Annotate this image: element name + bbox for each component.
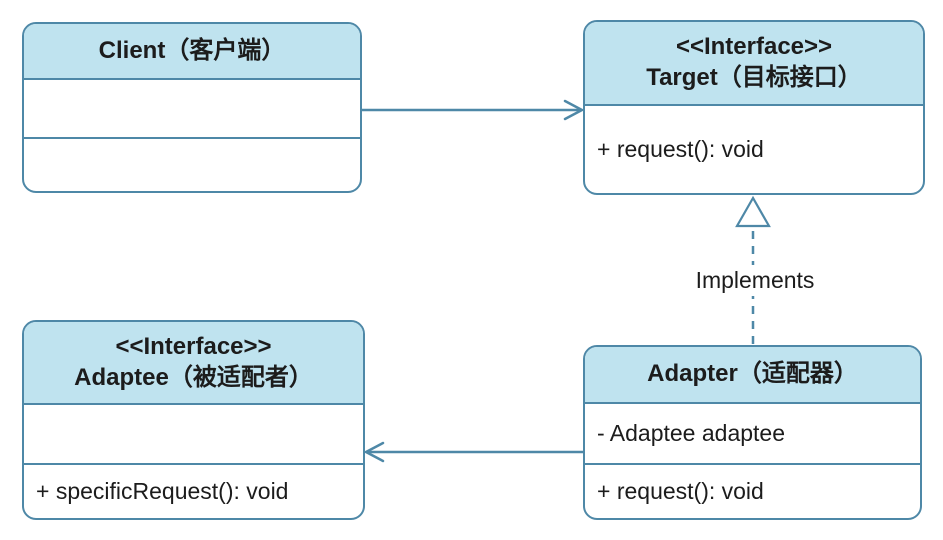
class-header: Adapter（适配器）	[585, 347, 920, 402]
class-name: Adapter（适配器）	[647, 360, 858, 388]
class-box-client: Client（客户端）	[22, 22, 362, 193]
class-name: Adaptee（被适配者）	[74, 363, 313, 391]
attribute-item: - Adaptee adaptee	[597, 420, 785, 446]
stereotype-label: <<Interface>>	[675, 33, 833, 61]
methods-compartment: + specificRequest(): void	[24, 463, 363, 518]
class-box-adapter: Adapter（适配器） - Adaptee adaptee + request…	[583, 345, 922, 520]
association-client-to-target	[362, 99, 585, 121]
open-arrowhead-icon	[563, 99, 585, 121]
methods-compartment	[24, 137, 360, 191]
class-box-target: <<Interface>> Target（目标接口） + request(): …	[583, 20, 925, 195]
class-name: Target（目标接口）	[646, 64, 862, 91]
class-header: Client（客户端）	[24, 24, 360, 78]
class-name: Client（客户端）	[98, 36, 286, 64]
realization-label: Implements	[690, 265, 820, 296]
attributes-compartment	[24, 78, 360, 137]
class-header: <<Interface>> Target（目标接口）	[585, 22, 923, 104]
class-box-adaptee: <<Interface>> Adaptee（被适配者） + specificRe…	[22, 320, 365, 520]
stereotype-label: <<Interface>>	[115, 332, 272, 360]
attributes-compartment	[24, 403, 363, 463]
association-adapter-to-adaptee	[363, 441, 583, 463]
method-item: + request(): void	[597, 478, 764, 504]
hollow-triangle-arrowhead-icon	[735, 195, 771, 228]
methods-compartment: + request(): void	[585, 104, 923, 193]
methods-compartment: + request(): void	[585, 463, 920, 518]
attributes-compartment: - Adaptee adaptee	[585, 402, 920, 463]
method-item: + request(): void	[597, 136, 764, 162]
class-header: <<Interface>> Adaptee（被适配者）	[24, 322, 363, 403]
open-arrowhead-icon	[363, 441, 385, 463]
method-item: + specificRequest(): void	[36, 478, 289, 504]
